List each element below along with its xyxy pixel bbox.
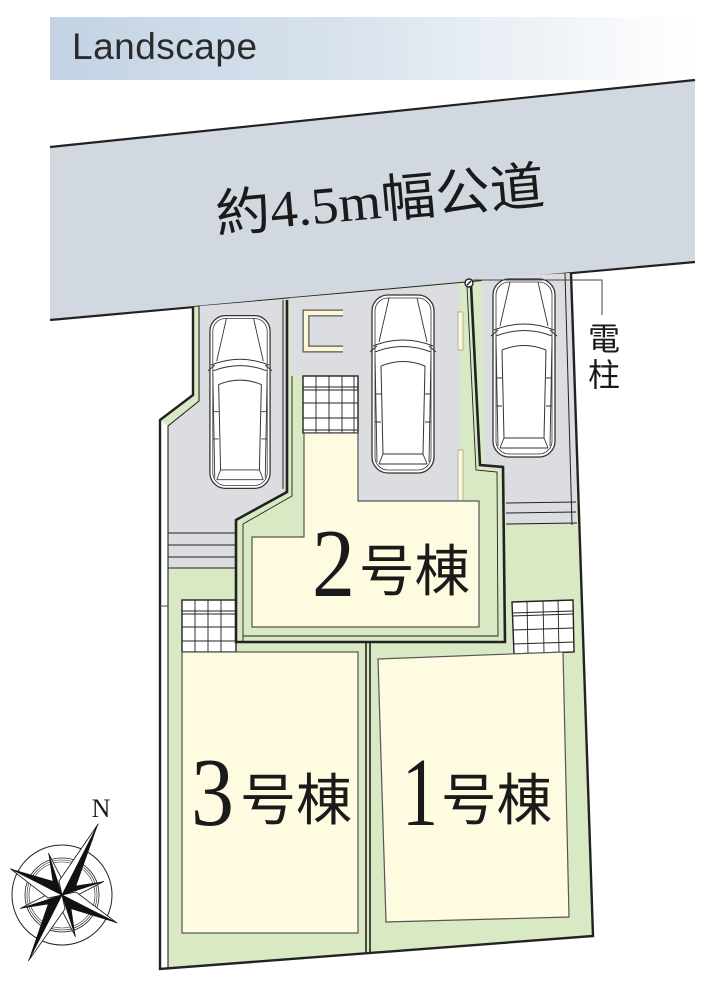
unit-label-3: 3 号棟	[191, 739, 352, 847]
parking-car-2	[369, 294, 437, 474]
page-title: Landscape	[72, 26, 258, 67]
unit-number-1: 1	[402, 739, 438, 847]
building-unit-1	[377, 651, 570, 923]
header-bar: Landscape	[50, 17, 695, 80]
unit-suffix-3: 号棟	[240, 771, 352, 833]
lot-boundaries	[158, 272, 595, 971]
compass-rose-icon: N	[10, 794, 118, 962]
compass-north-label: N	[92, 794, 111, 823]
tile-grid-unit1	[511, 599, 575, 655]
building-unit-2	[251, 432, 480, 628]
unit-label-1: 1 号棟	[402, 739, 552, 847]
building-unit-3	[181, 651, 359, 934]
parking-car-3	[490, 278, 558, 458]
unit-number-2: 2	[312, 510, 355, 618]
public-road: 約4.5m幅公道	[49, 78, 696, 322]
utility-pole-label-char-1: 電	[588, 321, 620, 357]
unit-suffix-2: 号棟	[359, 542, 470, 604]
unit-number-3: 3	[191, 739, 234, 847]
tile-grid-unit3	[181, 599, 237, 653]
tile-grid-unit2	[302, 375, 359, 434]
unit-label-2: 2 号棟	[312, 510, 470, 618]
utility-pole: 電 柱	[464, 278, 620, 393]
utility-pole-label-char-2: 柱	[588, 357, 620, 393]
parking-car-1	[207, 314, 273, 490]
unit-suffix-1: 号棟	[441, 771, 552, 833]
